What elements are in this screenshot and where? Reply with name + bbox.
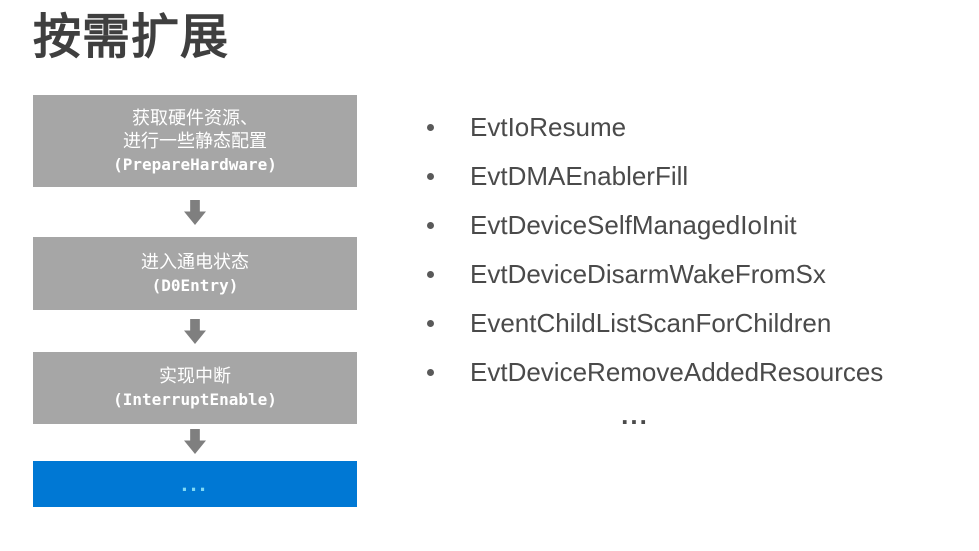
callback-name: EvtDMAEnablerFill	[470, 161, 689, 191]
flow-box-d0entry: 进入通电状态 (D0Entry)	[33, 237, 357, 310]
flow-box-interrupt-enable: 实现中断 (InterruptEnable)	[33, 352, 357, 424]
flow-box-code: (D0Entry)	[151, 275, 239, 295]
list-item: EvtDeviceDisarmWakeFromSx	[427, 250, 883, 299]
down-arrow-icon	[184, 319, 206, 344]
slide-title: 按需扩展	[33, 11, 230, 64]
list-item: EvtDMAEnablerFill	[427, 152, 883, 201]
callback-name: EvtDeviceDisarmWakeFromSx	[470, 259, 826, 289]
callback-name: EvtIoResume	[470, 112, 627, 142]
callback-name: EvtDeviceRemoveAddedResources	[470, 357, 884, 387]
list-item: EvtIoResume	[427, 103, 883, 152]
flow-box-text: 进入通电状态	[141, 251, 249, 272]
down-arrow-icon	[184, 429, 206, 454]
down-arrow-icon	[184, 200, 206, 225]
callback-name: EvtDeviceSelfManagedIoInit	[470, 210, 797, 240]
flow-box-code: (PrepareHardware)	[113, 154, 277, 174]
flow-box-prepare-hardware: 获取硬件资源、 进行一些静态配置 (PrepareHardware)	[33, 95, 357, 187]
flow-box-text: 实现中断	[159, 366, 231, 386]
flow-box-text: 获取硬件资源、	[132, 107, 258, 128]
list-item: EvtDeviceSelfManagedIoInit	[427, 201, 883, 250]
bullet-icon	[427, 320, 434, 327]
list-item: EvtDeviceRemoveAddedResources	[427, 348, 883, 397]
bullet-icon	[427, 271, 434, 278]
flow-box-more: ...	[33, 461, 357, 507]
bullet-icon	[427, 222, 434, 229]
bullet-icon	[427, 369, 434, 376]
list-item: EventChildListScanForChildren	[427, 299, 883, 348]
flow-box-text: 进行一些静态配置	[123, 130, 267, 151]
callback-name: EventChildListScanForChildren	[470, 308, 832, 338]
callback-list: EvtIoResume EvtDMAEnablerFill EvtDeviceS…	[427, 103, 883, 397]
bullet-icon	[427, 124, 434, 131]
bullet-icon	[427, 173, 434, 180]
flow-box-code: (InterruptEnable)	[113, 390, 277, 409]
flow-box-more-label: ...	[181, 471, 209, 496]
callback-list-more: ...	[621, 400, 649, 430]
